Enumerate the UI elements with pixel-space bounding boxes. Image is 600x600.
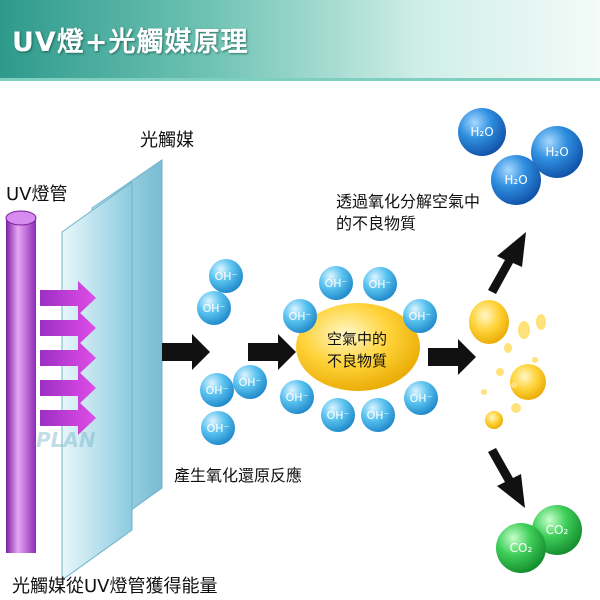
decompose-text-line-1: 透過氧化分解空氣中 [336, 192, 481, 211]
hydroxyl-label: OH⁻ [206, 384, 229, 397]
water-label: H₂O [504, 173, 527, 187]
hydroxyl-label: OH⁻ [286, 391, 309, 404]
hydroxyl-label: OH⁻ [369, 278, 392, 291]
pollutant-text-line-1: 空氣中的 [327, 330, 388, 348]
page-title: UV燈+光觸媒原理 [12, 27, 249, 58]
hydroxyl-label: OH⁻ [367, 409, 390, 422]
photocatalyst-panel-front [61, 181, 133, 581]
banner-divider [0, 78, 600, 81]
decomposition-particles [469, 300, 546, 429]
hydroxyl-label: OH⁻ [289, 310, 312, 323]
hydroxyl-label: OH⁻ [207, 422, 230, 435]
co2-label: CO₂ [546, 523, 569, 537]
uv-lamp-label: UV燈管 [6, 184, 68, 205]
process-arrow-3 [428, 339, 476, 375]
hydroxyl-label: OH⁻ [409, 310, 432, 323]
co2-label: CO₂ [510, 541, 533, 555]
decompose-text-line-2: 的不良物質 [336, 214, 417, 233]
photocatalyst-label: 光觸媒 [140, 130, 194, 151]
hydroxyl-label: OH⁻ [325, 277, 348, 290]
process-arrow-2 [248, 334, 296, 370]
pollutant-text-line-2: 不良物質 [327, 352, 388, 370]
pollutant-blob [296, 303, 420, 391]
hydroxyl-label: OH⁻ [327, 409, 350, 422]
co2-molecules [496, 505, 582, 573]
hydroxyl-label: OH⁻ [239, 376, 262, 389]
hydroxyl-label: OH⁻ [215, 270, 238, 283]
water-label: H₂O [470, 125, 493, 139]
hydroxyl-ring [280, 266, 438, 432]
water-label: H₂O [545, 145, 568, 159]
bottom-caption: 光觸媒從UV燈管獲得能量 [12, 576, 218, 597]
hydroxyl-label: OH⁻ [203, 302, 226, 315]
process-arrow-1 [162, 334, 210, 370]
title-banner [0, 0, 600, 78]
reaction-text: 產生氧化還原反應 [174, 466, 303, 485]
process-arrow-down [488, 448, 525, 508]
process-arrow-up [488, 232, 526, 294]
hydroxyl-label: OH⁻ [410, 392, 433, 405]
water-molecules [458, 108, 583, 205]
hydroxyl-cluster-1 [197, 259, 267, 445]
uv-lamp-tube [5, 210, 37, 553]
watermark-logo: PLAN [36, 428, 96, 452]
uv-light-arrows [40, 281, 96, 435]
